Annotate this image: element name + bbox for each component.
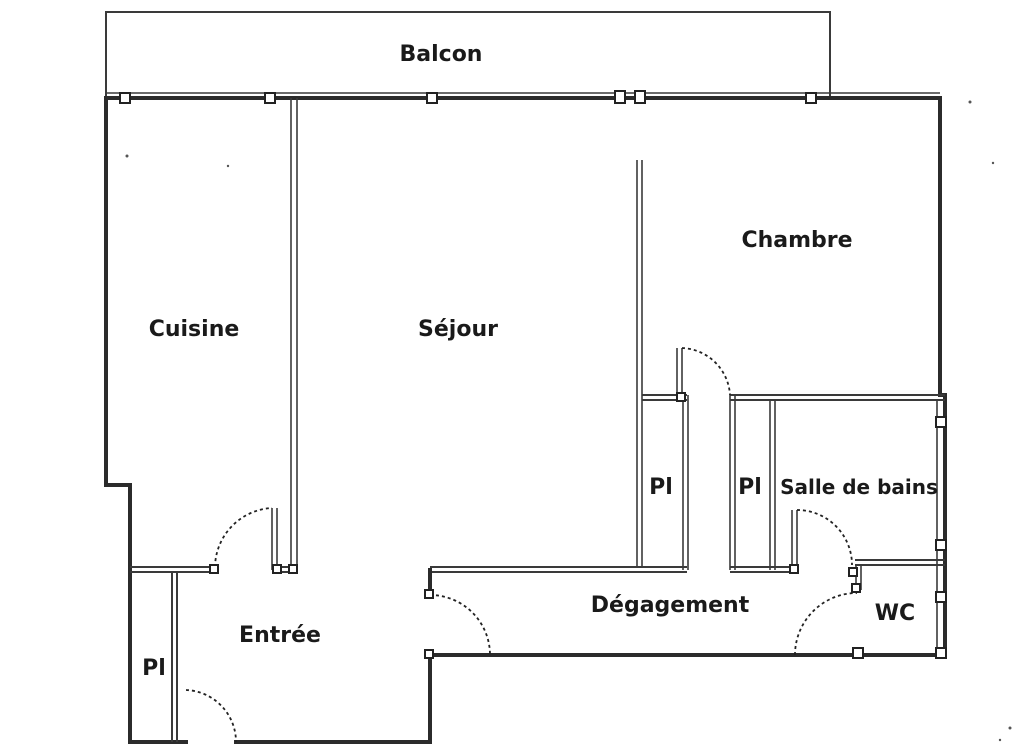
label-wc: WC bbox=[875, 601, 915, 626]
balcony-outline bbox=[105, 11, 831, 98]
label-pl-entree: Pl bbox=[142, 656, 166, 681]
label-degagement: Dégagement bbox=[591, 593, 750, 618]
label-entree: Entrée bbox=[239, 623, 321, 648]
label-salle-de-bains: Salle de bains bbox=[780, 475, 938, 499]
door-entree-arc bbox=[185, 689, 237, 743]
exterior-walls bbox=[104, 92, 947, 744]
label-pl-chambre: Pl bbox=[649, 475, 673, 500]
label-chambre: Chambre bbox=[741, 228, 852, 253]
label-cuisine: Cuisine bbox=[149, 317, 240, 342]
door-swings bbox=[185, 347, 858, 743]
room-labels: Balcon Cuisine Séjour Chambre Pl Pl Sall… bbox=[142, 42, 938, 681]
door-cuisine-arc bbox=[214, 507, 273, 568]
door-chambre-arc bbox=[681, 347, 731, 396]
door-degagement-arc bbox=[429, 594, 491, 656]
label-pl-bain: Pl bbox=[738, 475, 762, 500]
scan-specks bbox=[125, 100, 1012, 742]
door-wc-arc bbox=[794, 592, 858, 656]
label-sejour: Séjour bbox=[418, 317, 498, 342]
window-markers bbox=[119, 90, 947, 659]
interior-walls bbox=[130, 98, 945, 742]
label-balcon: Balcon bbox=[400, 42, 483, 67]
door-bain-arc bbox=[796, 509, 853, 566]
